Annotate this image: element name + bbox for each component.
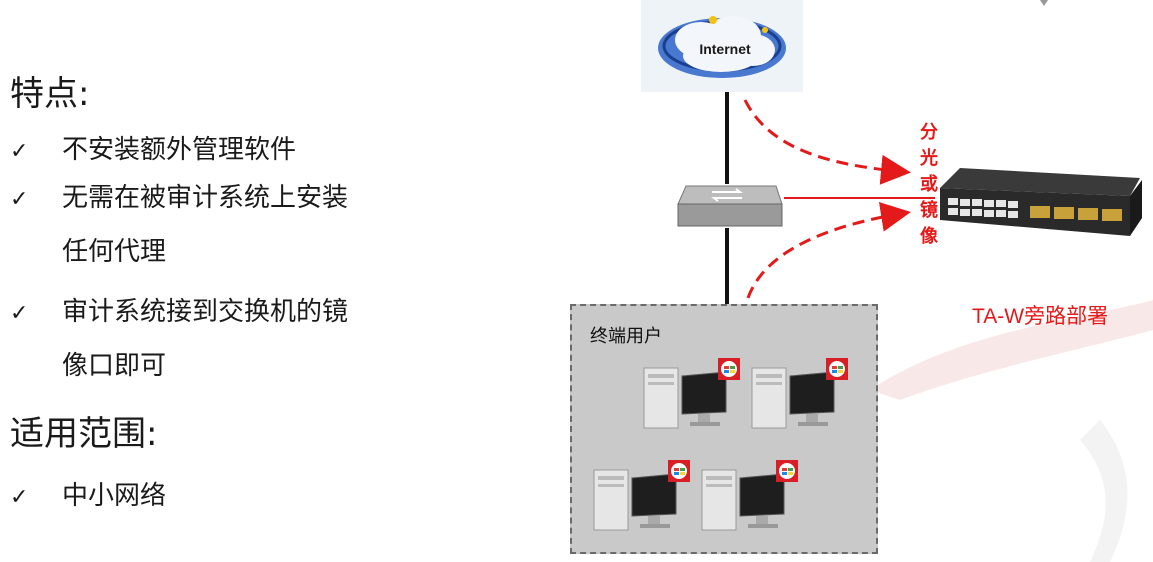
label-char: 像 [920, 226, 938, 247]
feature-text: 审计系统接到交换机的镜 [62, 297, 349, 327]
link-switch-users [725, 228, 729, 306]
feature-item-1: ✓ 不安装额外管理软件 [10, 122, 296, 180]
arrow-lower [746, 201, 911, 299]
internet-label: Internet [699, 41, 751, 57]
check-icon: ✓ [10, 187, 29, 212]
cloud-icon: Internet [658, 16, 786, 78]
features-heading: 特点: [10, 74, 90, 114]
link-internet-switch [725, 92, 729, 184]
feature-text: 无需在被审计系统上安装 [62, 183, 349, 213]
end-users-label: 终端用户 [590, 326, 662, 347]
mirror-method-label: 分 光 或 镜 像 [917, 120, 941, 250]
network-switch [672, 182, 784, 230]
check-icon: ✓ [10, 301, 29, 326]
audit-device [930, 158, 1150, 248]
scope-heading: 适用范围: [10, 414, 158, 454]
device-label: TA-W旁路部署 [972, 305, 1109, 328]
pc-icon [590, 456, 700, 536]
feature-item-3: ✓ 审计系统接到交换机的镜 [10, 284, 348, 342]
feature-item-2: ✓ 无需在被审计系统上安装 [10, 170, 348, 228]
audit-appliance-icon [940, 168, 1142, 236]
pc-icon [698, 456, 808, 536]
internet-cloud: Internet [641, 0, 803, 92]
scope-text: 中小网络 [62, 481, 167, 511]
label-char: 分 [920, 122, 938, 143]
check-icon: ✓ [10, 139, 29, 164]
scope-item-1: ✓ 中小网络 [10, 468, 166, 526]
feature-text-continued: 任何代理 [62, 237, 167, 267]
label-char: 或 [920, 174, 938, 195]
feature-text: 不安装额外管理软件 [62, 135, 297, 165]
feature-text-continued: 像口即可 [62, 351, 167, 381]
switch-icon [677, 185, 783, 227]
label-char: 光 [920, 148, 938, 169]
arrow-upper [743, 99, 911, 185]
label-char: 镜 [920, 200, 938, 221]
end-users-group: 终端用户 [570, 304, 878, 554]
pc-icon [748, 354, 858, 434]
check-icon: ✓ [10, 485, 29, 510]
pc-icon [640, 354, 750, 434]
